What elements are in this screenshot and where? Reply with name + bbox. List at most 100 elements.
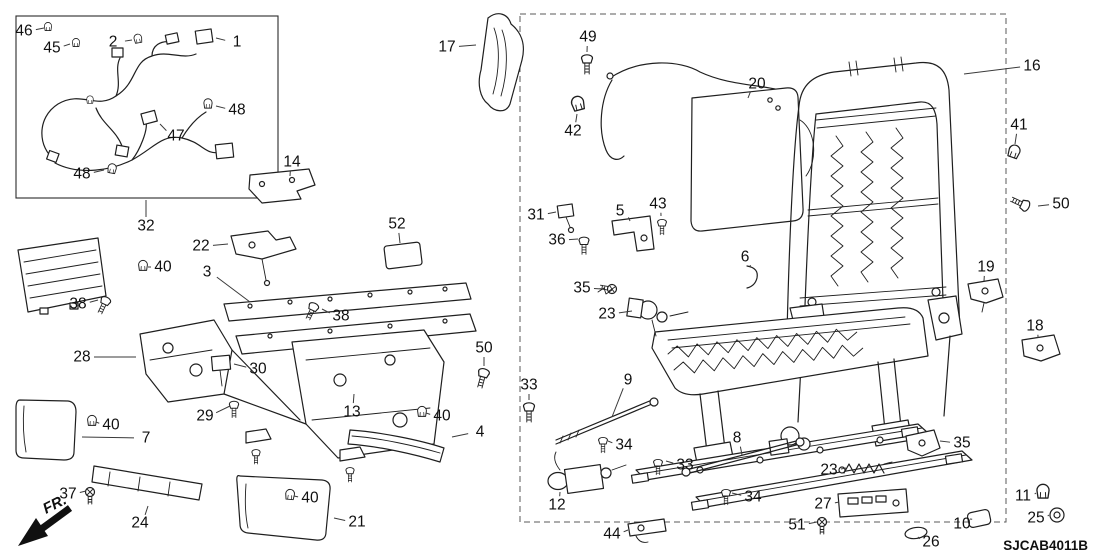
side-cover-drawing [478, 13, 524, 112]
callout-leader-31 [547, 211, 557, 215]
callout-40: 40 [433, 408, 451, 425]
callout-38: 38 [69, 296, 86, 313]
callout-leader-37 [79, 490, 87, 494]
clip-icon [1036, 483, 1050, 499]
harness-group-box [15, 15, 279, 199]
callout-19: 19 [977, 259, 994, 276]
diagram-code: SJCAB4011B [1003, 538, 1088, 553]
callout-40: 40 [102, 417, 120, 434]
callout-leader-50 [1037, 204, 1050, 207]
small-parts-drawing [84, 54, 1065, 543]
callout-leader-35 [939, 440, 951, 443]
callout-21: 21 [348, 514, 365, 531]
callout-leader-23 [618, 310, 633, 314]
callout-leader-30 [233, 363, 247, 368]
callout-48: 48 [228, 102, 245, 119]
callout-48: 48 [73, 166, 90, 183]
callout-leader-33 [665, 460, 674, 464]
bolt-icon [473, 366, 491, 390]
callout-leader-34 [607, 440, 613, 444]
callout-leader-21 [333, 517, 346, 521]
clip-icon [203, 98, 213, 109]
callout-37: 37 [59, 486, 76, 503]
callout-leader-1 [215, 37, 226, 41]
clip-icon [132, 33, 143, 44]
bolt-icon [657, 218, 667, 236]
callout-46: 46 [15, 23, 32, 40]
callout-50: 50 [1052, 196, 1070, 213]
callout-7: 7 [142, 430, 151, 447]
bolt-icon [598, 436, 608, 454]
callout-40: 40 [301, 490, 319, 507]
callout-28: 28 [73, 349, 90, 366]
callout-17: 17 [438, 39, 455, 56]
callout-35: 35 [573, 280, 590, 297]
callout-leader-35 [593, 287, 603, 290]
callout-25: 25 [1027, 510, 1044, 527]
clip-icon [72, 38, 80, 47]
callout-33: 33 [520, 377, 537, 394]
callout-20: 20 [748, 76, 766, 93]
callout-45: 45 [43, 40, 60, 57]
clip-icon [569, 94, 587, 113]
callout-30: 30 [249, 361, 267, 378]
callout-leader-41 [1014, 133, 1018, 145]
callout-leader-24 [144, 505, 149, 516]
callout-leader-22 [212, 243, 229, 246]
callout-18: 18 [1026, 318, 1043, 335]
callout-leader-8 [739, 446, 743, 456]
callout-leader-48 [215, 105, 226, 109]
callout-leader-36 [568, 238, 579, 241]
callout-leader-40 [293, 495, 299, 498]
callout-40: 40 [154, 259, 172, 276]
callout-leader-9 [611, 388, 624, 418]
callout-52: 52 [388, 216, 405, 233]
callout-51: 51 [788, 517, 805, 534]
assembly-dashed-boundary [519, 13, 1007, 523]
callout-leader-13 [352, 393, 355, 404]
side-panel-drawing [17, 237, 107, 315]
callout-29: 29 [196, 408, 213, 425]
callout-12: 12 [548, 497, 565, 514]
callout-leader-23 [840, 467, 847, 470]
bolt-icon [1008, 193, 1032, 213]
callout-leader-40 [425, 412, 431, 415]
callout-leader-46 [35, 27, 45, 31]
callout-leader-20 [747, 91, 751, 99]
fr-arrow-tail [37, 505, 73, 533]
callout-leader-42 [575, 113, 578, 123]
callout-31: 31 [527, 207, 544, 224]
callout-leader-51 [808, 521, 818, 525]
callout-27: 27 [814, 496, 831, 513]
cushion-pan-rails-drawing [630, 307, 973, 511]
callout-38: 38 [332, 308, 349, 325]
fr-arrow-head [18, 518, 48, 546]
callout-47: 47 [167, 128, 184, 145]
clip-icon [44, 22, 52, 31]
callout-34: 34 [615, 437, 633, 454]
callout-44: 44 [603, 526, 621, 543]
callout-leader-48 [93, 169, 105, 173]
bolt-icon [228, 400, 240, 419]
callout-6: 6 [741, 249, 750, 266]
clip-icon [106, 162, 118, 175]
callout-leader-17 [458, 44, 477, 47]
callout-2: 2 [109, 34, 118, 51]
cushion-frame-drawing [139, 282, 477, 483]
bolt-icon [522, 402, 536, 423]
callout-13: 13 [343, 404, 360, 421]
callout-36: 36 [548, 232, 565, 249]
screw-icon [84, 486, 96, 505]
callout-leader-7 [81, 436, 135, 439]
callout-leader-34 [731, 492, 742, 496]
clip-icon [284, 488, 296, 501]
callout-leader-40 [95, 421, 100, 424]
clip-icon [1006, 142, 1023, 160]
callout-11: 11 [1015, 488, 1031, 505]
callout-16: 16 [1023, 58, 1040, 75]
callout-leader-4 [451, 433, 469, 438]
callout-leader-27 [834, 501, 840, 504]
callout-42: 42 [564, 123, 581, 140]
callout-3: 3 [203, 264, 212, 281]
